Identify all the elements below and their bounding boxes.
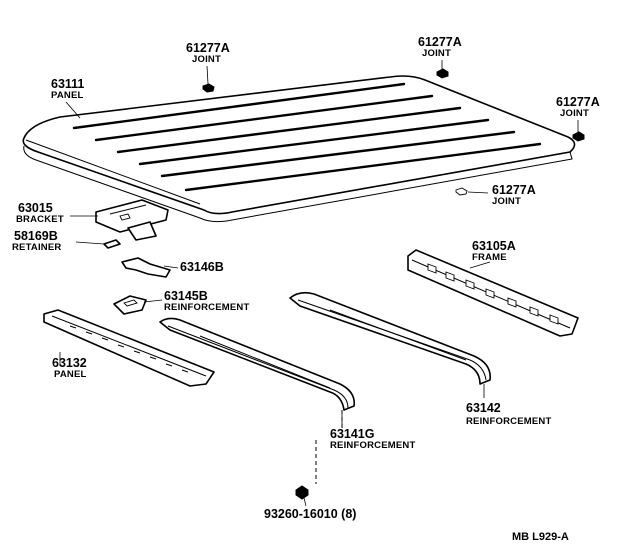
diagram-code: MB L929-A: [512, 531, 569, 543]
frame-63105a-drawing: [407, 249, 579, 337]
reinforcement-63141g-drawing: [159, 317, 356, 411]
part-number: 63146B: [180, 260, 224, 274]
part-number: 63105A: [472, 239, 516, 253]
part-number: 58169B: [14, 229, 58, 243]
reinforcement-63142-drawing: [289, 291, 491, 385]
part-number: 63015: [18, 201, 53, 215]
reinforcement-63145b-drawing: [113, 295, 147, 315]
part-63146b-drawing: [121, 257, 171, 278]
callout-bracket-63015: 63015 BRACKET: [16, 201, 64, 225]
part-name: FRAME: [472, 252, 507, 263]
callout-reinforcement-63141g: 63141G REINFORCEMENT: [330, 427, 415, 451]
part-number: 63142: [466, 401, 501, 415]
part-name: REINFORCEMENT: [330, 440, 415, 451]
part-name: RETAINER: [12, 242, 61, 253]
callout-joint-2: 61277A JOINT: [418, 35, 462, 59]
callout-joint-1: 61277A JOINT: [186, 41, 230, 65]
part-number: 61277A: [418, 35, 462, 49]
part-number: 63132: [52, 356, 87, 370]
part-name: PANEL: [51, 90, 84, 101]
callout-panel-63132: 63132 PANEL: [52, 356, 87, 380]
bracket-drawing: [95, 199, 169, 241]
roof-panel-drawing: [22, 75, 576, 223]
part-name: REINFORCEMENT: [466, 416, 551, 427]
screw-drawing: [295, 410, 343, 500]
callout-reinforcement-63142: 63142 REINFORCEMENT: [466, 401, 551, 427]
part-name: JOINT: [560, 108, 589, 119]
callout-joint-3: 61277A JOINT: [556, 95, 600, 119]
part-number: 61277A: [556, 95, 600, 109]
part-name: JOINT: [192, 54, 221, 65]
part-name: REINFORCEMENT: [164, 302, 249, 313]
callout-screw-93260: 93260-16010 (8): [264, 507, 356, 521]
panel-63132-drawing: [43, 309, 215, 387]
retainer-drawing: [103, 239, 121, 249]
part-number: 63111: [51, 77, 84, 91]
callout-joint-4: 61277A JOINT: [492, 183, 536, 207]
part-number: 61277A: [186, 41, 230, 55]
part-number: 63145B: [164, 289, 208, 303]
callout-retainer-58169b: 58169B RETAINER: [12, 229, 61, 253]
callout-reinforcement-63145b: 63145B REINFORCEMENT: [164, 289, 249, 313]
joint-drawings: [202, 68, 585, 196]
callout-part-63146b: 63146B: [180, 260, 224, 274]
part-number: 63141G: [330, 427, 374, 441]
part-name: PANEL: [54, 369, 87, 380]
part-number: 61277A: [492, 183, 536, 197]
callout-panel-63111: 63111 PANEL: [51, 77, 84, 101]
part-name: JOINT: [422, 48, 451, 59]
part-name: JOINT: [492, 196, 521, 207]
callout-frame-63105a: 63105A FRAME: [472, 239, 516, 263]
part-name: BRACKET: [16, 214, 64, 225]
leader-lines: [59, 60, 579, 507]
part-number: 93260-16010 (8): [264, 507, 356, 521]
